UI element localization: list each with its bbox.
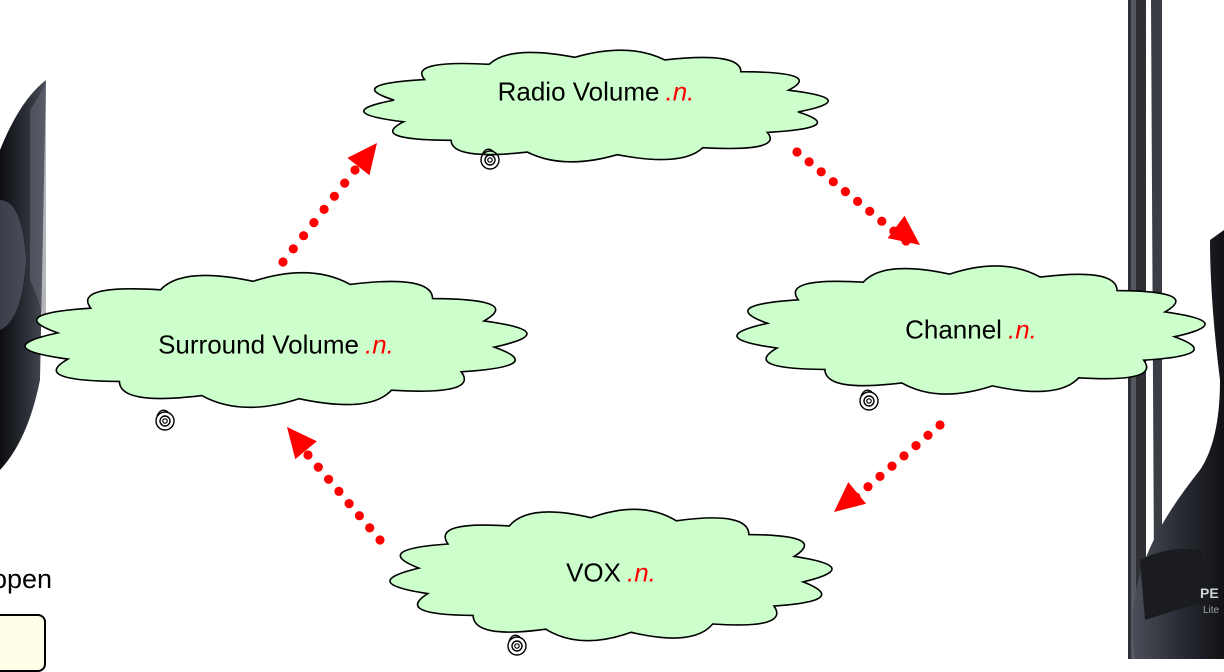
knob-icon xyxy=(155,409,175,431)
node-name: VOX xyxy=(566,557,621,588)
knob-icon xyxy=(507,634,527,656)
node-vox xyxy=(389,508,833,656)
node-channel xyxy=(736,265,1206,411)
knob-icon xyxy=(859,389,879,411)
arrowhead xyxy=(887,215,920,245)
knob-icon xyxy=(480,148,500,170)
arrowhead xyxy=(287,427,317,460)
svg-text:PE: PE xyxy=(1200,585,1219,601)
svg-text:Lite: Lite xyxy=(1203,605,1220,616)
edge-vox-to-surround-volume xyxy=(287,427,385,545)
edge-channel-to-vox xyxy=(834,420,945,512)
edge-radio-volume-to-channel xyxy=(792,147,920,246)
cloud-icon xyxy=(362,49,830,163)
node-name: Channel xyxy=(905,314,1002,345)
node-radio-volume xyxy=(362,49,830,170)
node-name: Surround Volume xyxy=(158,329,359,360)
node-label-channel: Channel.n. xyxy=(905,315,1037,346)
edge-surround-volume-to-radio-volume xyxy=(278,143,377,267)
arrowhead xyxy=(347,143,377,176)
cloud-icon xyxy=(736,265,1206,395)
cloud-icon xyxy=(24,271,528,409)
node-suffix: .n. xyxy=(665,76,695,107)
node-surround-volume xyxy=(24,271,528,431)
cloud-icon xyxy=(389,508,833,642)
headset-left-image xyxy=(0,80,46,470)
side-note-box xyxy=(0,614,46,672)
node-label-surround-volume: Surround Volume.n. xyxy=(158,330,394,361)
node-label-radio-volume: Radio Volume.n. xyxy=(498,77,695,108)
node-suffix: .n. xyxy=(364,329,394,360)
arrowhead xyxy=(834,482,867,512)
node-suffix: .n. xyxy=(1007,314,1037,345)
side-text: open xyxy=(0,564,53,594)
node-label-vox: VOX.n. xyxy=(566,558,656,589)
node-name: Radio Volume xyxy=(497,76,660,107)
node-suffix: .n. xyxy=(627,557,656,588)
